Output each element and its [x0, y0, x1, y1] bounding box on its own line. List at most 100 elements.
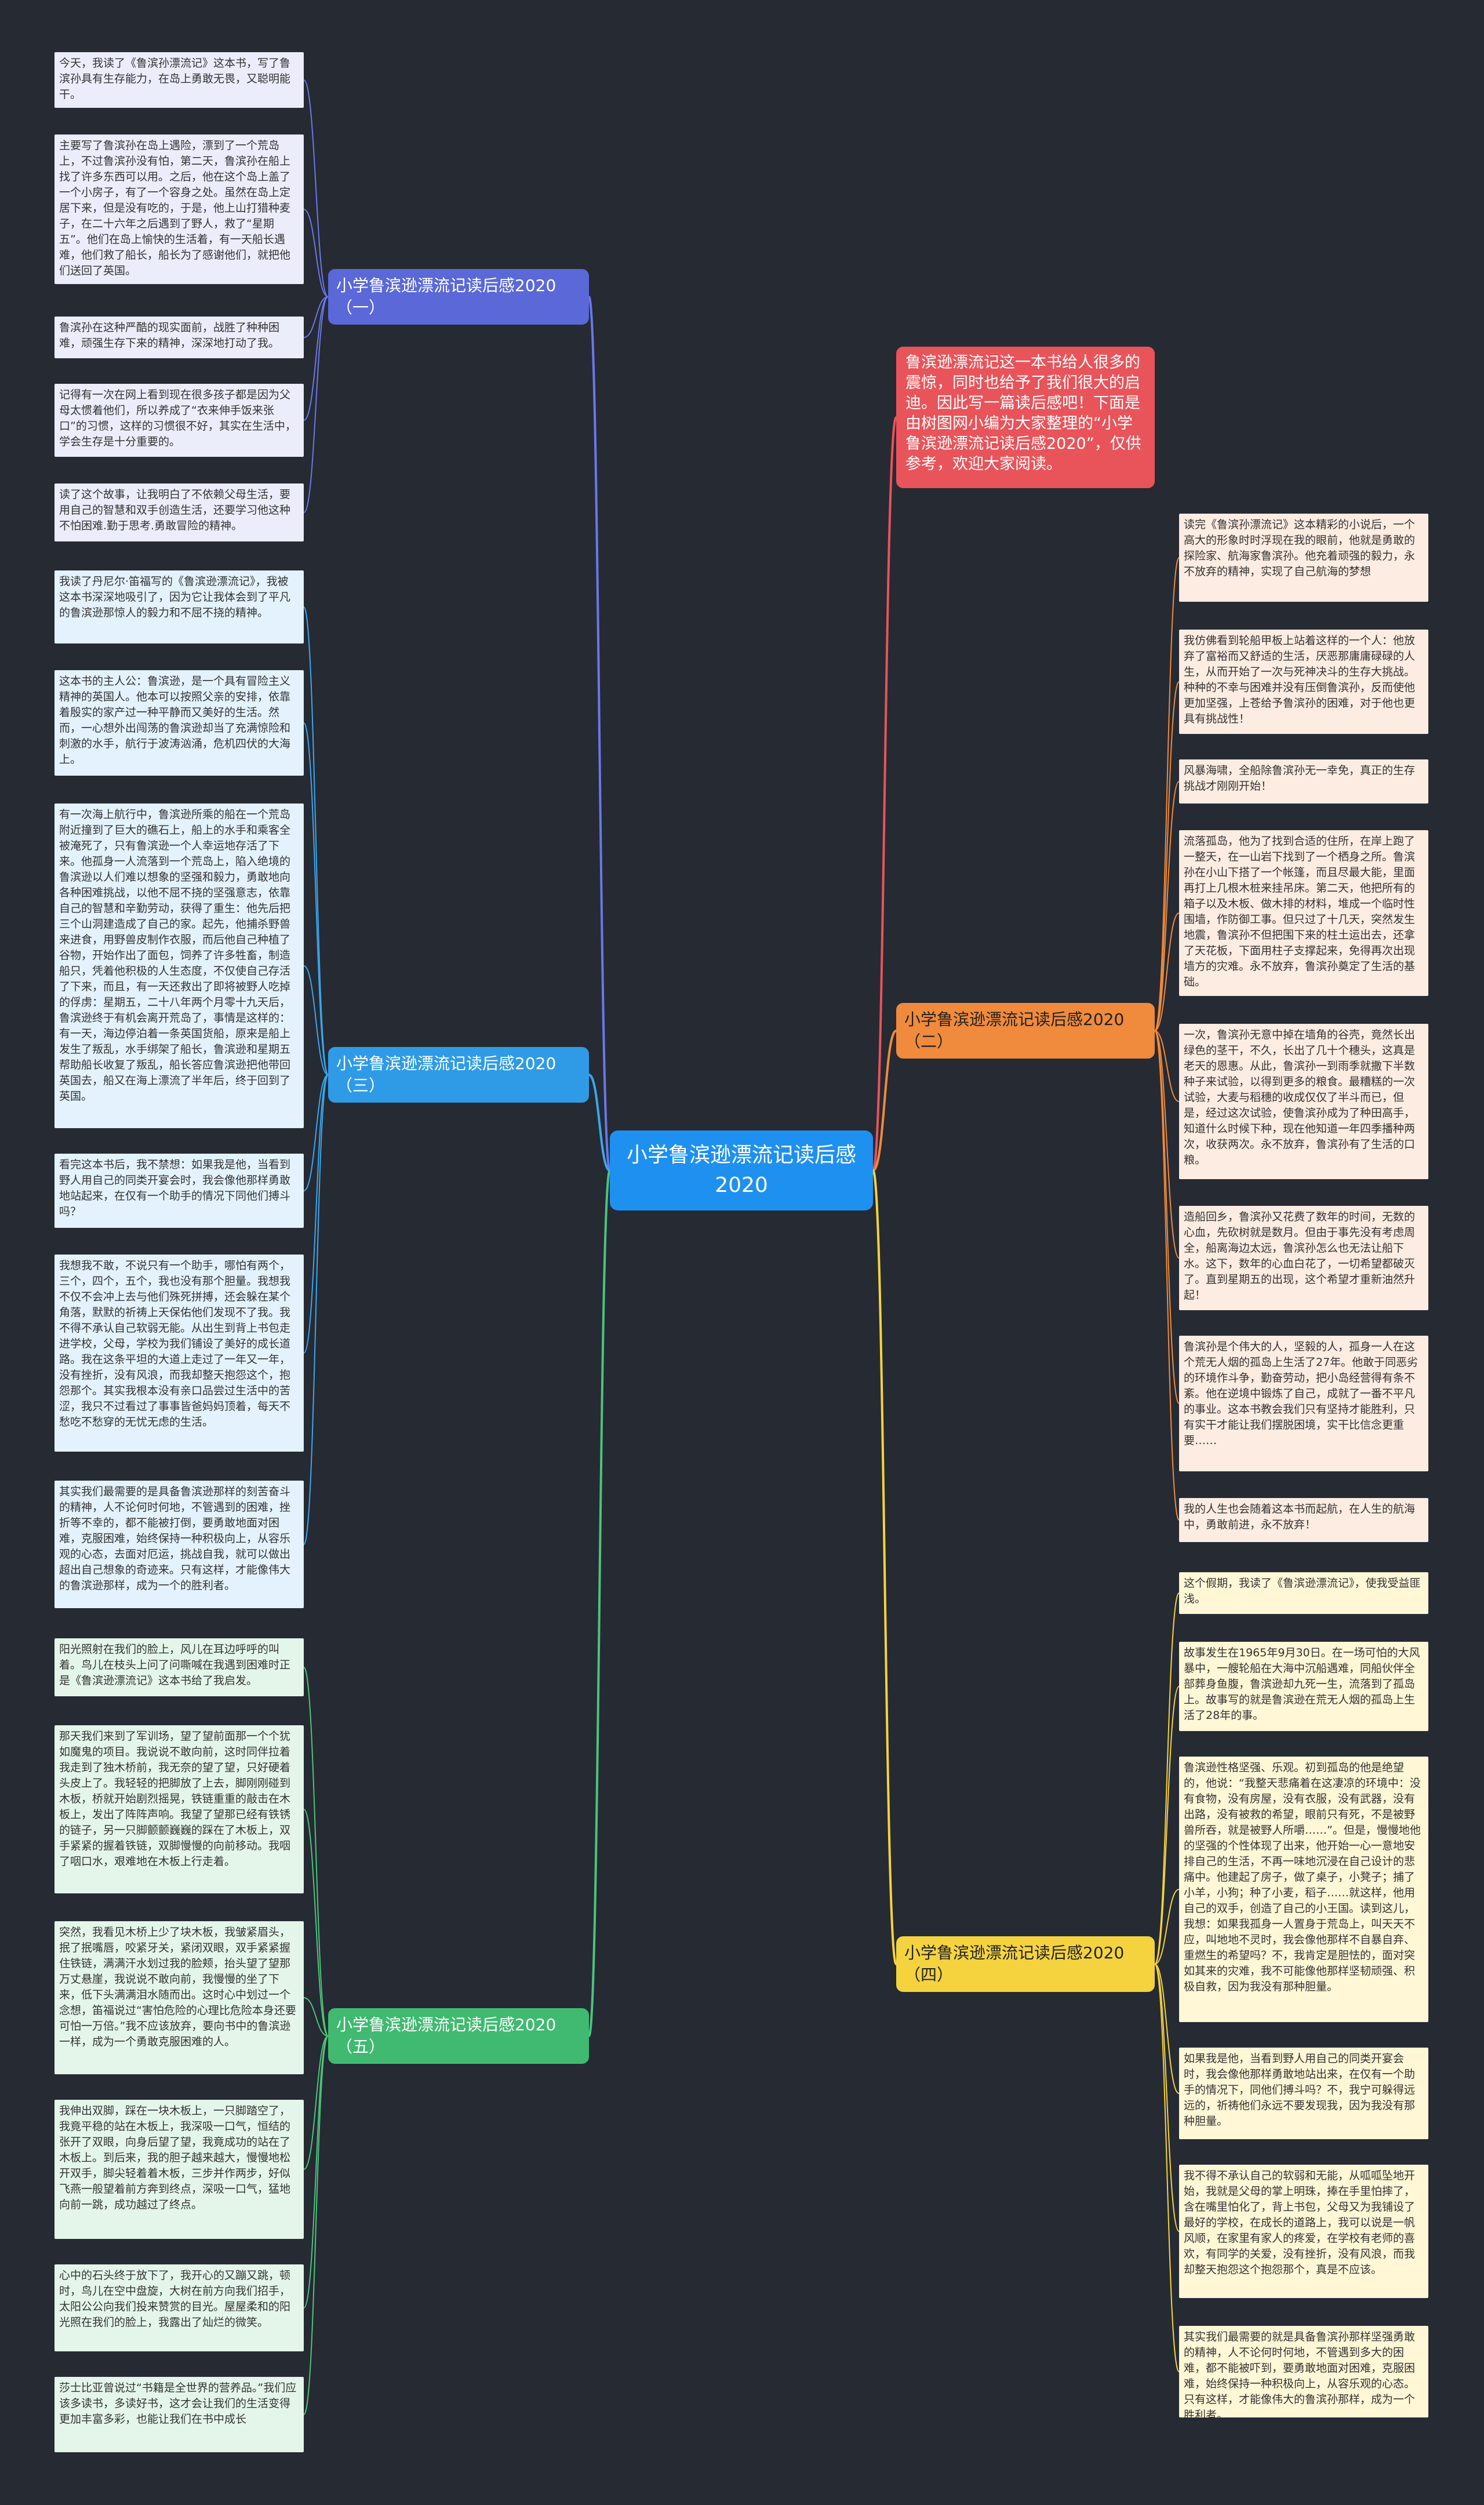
branch-label: 小学鲁滨逊漂流记读后感2020（三） — [336, 1054, 556, 1095]
connector-line — [1154, 557, 1180, 1031]
branch-part-1[interactable]: 小学鲁滨逊漂流记读后感2020（一） — [328, 269, 589, 325]
leaf-note[interactable]: 其实我们最需要的是具备鲁滨逊那样的刻苦奋斗的精神，人不论何时何地，不管遇到的困难… — [54, 1481, 304, 1608]
connector-line — [1154, 1030, 1180, 1521]
leaf-text: 我仿佛看到轮船甲板上站着这样的一个人：他放弃了富裕而又舒适的生活，厌恶那庸庸碌碌… — [1184, 634, 1416, 725]
leaf-text: 鲁滨孙在这种严酷的现实面前，战胜了种种困难，顽强生存下来的精神，深深地打动了我。 — [59, 321, 280, 350]
leaf-note[interactable]: 读了这个故事，让我明白了不依赖父母生活，要用自己的智慧和双手创造生活，还要学习他… — [54, 483, 304, 541]
connector-line — [872, 416, 897, 1172]
leaf-text: 这个假期，我读了《鲁滨逊漂流记》，使我受益匪浅。 — [1184, 1577, 1421, 1605]
leaf-text: 突然，我看见木桥上少了块木板，我皱紧眉头，抿了抿嘴唇，咬紧牙关，紧闭双眼，双手紧… — [59, 1926, 296, 2048]
leaf-text: 读完《鲁滨孙漂流记》这本精彩的小说后，一个高大的形象时时浮现在我的眼前，他就是勇… — [1184, 518, 1416, 578]
connector-line — [1154, 1964, 1180, 2372]
leaf-text: 我想我不敢，不说只有一个助手，哪怕有两个，三个，四个，五个，我也没有那个胆量。我… — [59, 1259, 291, 1428]
leaf-text: 我的人生也会随着这本书而起航，在人生的航海中，勇敢前进，永不放弃！ — [1184, 1503, 1416, 1531]
leaf-note[interactable]: 有一次海上航行中，鲁滨逊所乘的船在一个荒岛附近撞到了巨大的礁石上，船上的水手和乘… — [54, 804, 304, 1128]
leaf-text: 其实我们最需要的是具备鲁滨逊那样的刻苦奋斗的精神，人不论何时何地，不管遇到的困难… — [59, 1485, 291, 1592]
leaf-text: 主要写了鲁滨孙在岛上遇险，漂到了一个荒岛上，不过鲁滨孙没有怕，第二天，鲁滨孙在船… — [59, 139, 291, 277]
branch-part-3[interactable]: 小学鲁滨逊漂流记读后感2020（三） — [328, 1047, 589, 1103]
leaf-note[interactable]: 流落孤岛，他为了找到合适的住所，在岸上跑了一整天，在一山岩下找到了一个栖身之所。… — [1179, 830, 1428, 996]
leaf-note[interactable]: 风暴海啸，全船除鲁滨孙无一幸免，真正的生存挑战才刚刚开始！ — [1179, 759, 1428, 804]
leaf-note[interactable]: 今天，我读了《鲁滨孙漂流记》这本书，写了鲁滨孙具有生存能力，在岛上勇敢无畏，又聪… — [54, 52, 304, 108]
leaf-note[interactable]: 一次，鲁滨孙无意中掉在墙角的谷壳，竟然长出绿色的茎干，不久，长出了几十个穗头，这… — [1179, 1024, 1428, 1179]
connector-line — [303, 1074, 329, 1545]
leaf-text: 今天，我读了《鲁滨孙漂流记》这本书，写了鲁滨孙具有生存能力，在岛上勇敢无畏，又聪… — [59, 57, 291, 101]
connector-line — [1154, 1964, 1180, 2094]
leaf-text: 其实我们最需要的就是具备鲁滨孙那样坚强勇敢的精神，人不论何时何地，不管遇到多大的… — [1184, 2331, 1416, 2417]
leaf-text: 如果我是他，当看到野人用自己的同类开宴会时，我会像他那样勇敢地站出来，在仅有一个… — [1184, 2052, 1416, 2128]
connector-line — [303, 965, 329, 1075]
connector-line — [1154, 1686, 1180, 1965]
leaf-text: 我伸出双脚，踩在一块木板上，一只脚踏空了，我竟平稳的站在木板上，我深吸一口气，恒… — [59, 2104, 291, 2211]
leaf-note[interactable]: 读完《鲁滨孙漂流记》这本精彩的小说后，一个高大的形象时时浮现在我的眼前，他就是勇… — [1179, 514, 1428, 602]
leaf-note[interactable]: 我的人生也会随着这本书而起航，在人生的航海中，勇敢前进，永不放弃！ — [1179, 1498, 1428, 1542]
leaf-text: 流落孤岛，他为了找到合适的住所，在岸上跑了一整天，在一山岩下找到了一个栖身之所。… — [1184, 835, 1416, 988]
connector-line — [588, 296, 611, 1172]
connector-line — [1154, 681, 1180, 1031]
leaf-text: 我读了丹尼尔·笛福写的《鲁滨逊漂流记》，我被这本书深深地吸引了，因为它让我体会到… — [59, 575, 291, 619]
leaf-note[interactable]: 如果我是他，当看到野人用自己的同类开宴会时，我会像他那样勇敢地站出来，在仅有一个… — [1179, 2048, 1428, 2139]
connector-line — [872, 1030, 897, 1172]
leaf-note[interactable]: 故事发生在1965年9月30日。在一场可怕的大风暴中，一艘轮船在大海中沉船遇难，… — [1179, 1642, 1428, 1731]
branch-label: 小学鲁滨逊漂流记读后感2020（二） — [904, 1010, 1125, 1051]
connector-line — [303, 606, 329, 1075]
connector-line — [303, 296, 329, 513]
connector-line — [1154, 1593, 1180, 1965]
intro-note[interactable]: 鲁滨逊漂流记这一本书给人很多的震惊，同时也给予了我们很大的启迪。因此写一篇读后感… — [896, 347, 1155, 488]
connector-line — [1154, 1889, 1180, 1965]
leaf-note[interactable]: 其实我们最需要的就是具备鲁滨孙那样坚强勇敢的精神，人不论何时何地，不管遇到多大的… — [1179, 2326, 1428, 2417]
branch-part-4[interactable]: 小学鲁滨逊漂流记读后感2020（四） — [896, 1936, 1155, 1992]
branch-label: 小学鲁滨逊漂流记读后感2020（四） — [904, 1943, 1125, 1984]
leaf-note[interactable]: 莎士比亚曾说过“书籍是全世界的营养品。”我们应该多读书，多读好书，这才会让我们的… — [54, 2377, 304, 2452]
leaf-note[interactable]: 鲁滨孙在这种严酷的现实面前，战胜了种种困难，顽强生存下来的精神，深深地打动了我。 — [54, 317, 304, 358]
connector-line — [303, 2035, 329, 2415]
connector-line — [1154, 781, 1180, 1031]
leaf-text: 我不得不承认自己的软弱和无能，从呱呱坠地开始，我就是父母的掌上明珠，捧在手里怕摔… — [1184, 2169, 1416, 2276]
branch-part-2[interactable]: 小学鲁滨逊漂流记读后感2020（二） — [896, 1003, 1155, 1059]
connector-line — [303, 296, 329, 421]
leaf-text: 看完这本书后，我不禁想：如果我是他，当看到野人用自己的同类开宴会时，我会像他那样… — [59, 1158, 291, 1218]
root-title: 小学鲁滨逊漂流记读后感2020 — [626, 1143, 856, 1197]
leaf-note[interactable]: 鲁滨逊性格坚强、乐观。初到孤岛的他是绝望的，他说：“我整天悲痛着在这凄凉的环境中… — [1179, 1757, 1428, 2022]
connector-line — [1154, 1030, 1180, 1259]
leaf-text: 造船回乡，鲁滨孙又花费了数年的时间，无数的心血，先砍树就是数月。但由于事先没有考… — [1184, 1210, 1416, 1301]
branch-label: 小学鲁滨逊漂流记读后感2020（一） — [336, 276, 556, 317]
leaf-text: 那天我们来到了军训场，望了望前面那一个个犹如魔鬼的项目。我说说不敢向前，这时同伴… — [59, 1730, 291, 1868]
leaf-text: 莎士比亚曾说过“书籍是全世界的营养品。”我们应该多读书，多读好书，这才会让我们的… — [59, 2382, 297, 2426]
branch-label: 小学鲁滨逊漂流记读后感2020（五） — [336, 2015, 556, 2056]
leaf-text: 鲁滨孙是个伟大的人，坚毅的人，孤身一人在这个荒无人烟的孤岛上生活了27年。他敢于… — [1184, 1340, 1418, 1447]
leaf-note[interactable]: 我读了丹尼尔·笛福写的《鲁滨逊漂流记》，我被这本书深深地吸引了，因为它让我体会到… — [54, 570, 304, 643]
leaf-text: 有一次海上航行中，鲁滨逊所乘的船在一个荒岛附近撞到了巨大的礁石上，船上的水手和乘… — [59, 808, 291, 1103]
leaf-note[interactable]: 阳光照射在我们的脸上，风儿在耳边呼呼的叫着。鸟儿在枝头上问了问嘶喊在我遇到困难时… — [54, 1638, 304, 1696]
leaf-note[interactable]: 我伸出双脚，踩在一块木板上，一只脚踏空了，我竟平稳的站在木板上，我深吸一口气，恒… — [54, 2100, 304, 2239]
leaf-text: 故事发生在1965年9月30日。在一场可怕的大风暴中，一艘轮船在大海中沉船遇难，… — [1184, 1646, 1420, 1722]
leaf-note[interactable]: 鲁滨孙是个伟大的人，坚毅的人，孤身一人在这个荒无人烟的孤岛上生活了27年。他敢于… — [1179, 1336, 1428, 1471]
root-topic[interactable]: 小学鲁滨逊漂流记读后感2020 — [610, 1130, 873, 1210]
leaf-text: 读了这个故事，让我明白了不依赖父母生活，要用自己的智慧和双手创造生活，还要学习他… — [59, 488, 291, 532]
connector-line — [1154, 1030, 1180, 1404]
leaf-note[interactable]: 我仿佛看到轮船甲板上站着这样的一个人：他放弃了富裕而又舒适的生活，厌恶那庸庸碌碌… — [1179, 630, 1428, 734]
leaf-note[interactable]: 我想我不敢，不说只有一个助手，哪怕有两个，三个，四个，五个，我也没有那个胆量。我… — [54, 1255, 304, 1452]
leaf-note[interactable]: 记得有一次在网上看到现在很多孩子都是因为父母太惯着他们，所以养成了“衣来伸手饭来… — [54, 384, 304, 457]
connector-line — [303, 1809, 329, 2037]
leaf-note[interactable]: 主要写了鲁滨孙在岛上遇险，漂到了一个荒岛上，不过鲁滨孙没有怕，第二天，鲁滨孙在船… — [54, 134, 304, 284]
leaf-text: 记得有一次在网上看到现在很多孩子都是因为父母太惯着他们，所以养成了“衣来伸手饭来… — [59, 388, 296, 448]
connector-line — [303, 2035, 329, 2170]
leaf-note[interactable]: 突然，我看见木桥上少了块木板，我皱紧眉头，抿了抿嘴唇，咬紧牙关，紧闭双眼，双手紧… — [54, 1921, 304, 2074]
leaf-note[interactable]: 那天我们来到了军训场，望了望前面那一个个犹如魔鬼的项目。我说说不敢向前，这时同伴… — [54, 1725, 304, 1893]
leaf-note[interactable]: 看完这本书后，我不禁想：如果我是他，当看到野人用自己的同类开宴会时，我会像他那样… — [54, 1154, 304, 1228]
leaf-text: 阳光照射在我们的脸上，风儿在耳边呼呼的叫着。鸟儿在枝头上问了问嘶喊在我遇到困难时… — [59, 1643, 291, 1687]
connector-line — [1154, 912, 1180, 1031]
connector-line — [303, 296, 329, 338]
leaf-note[interactable]: 造船回乡，鲁滨孙又花费了数年的时间，无数的心血，先砍树就是数月。但由于事先没有考… — [1179, 1206, 1428, 1310]
branch-part-5[interactable]: 小学鲁滨逊漂流记读后感2020（五） — [328, 2008, 589, 2064]
connector-line — [588, 1169, 611, 2037]
leaf-note[interactable]: 这本书的主人公：鲁滨逊，是一个具有冒险主义精神的英国人。他本可以按照父亲的安排，… — [54, 670, 304, 776]
connector-line — [303, 722, 329, 1075]
connector-line — [588, 1074, 611, 1172]
leaf-note[interactable]: 这个假期，我读了《鲁滨逊漂流记》，使我受益匪浅。 — [1179, 1572, 1428, 1614]
connector-line — [303, 1074, 329, 1354]
intro-text: 鲁滨逊漂流记这一本书给人很多的震惊，同时也给予了我们很大的启迪。因此写一篇读后感… — [905, 354, 1141, 473]
leaf-note[interactable]: 我不得不承认自己的软弱和无能，从呱呱坠地开始，我就是父母的掌上明珠，捧在手里怕摔… — [1179, 2165, 1428, 2298]
leaf-note[interactable]: 心中的石头终于放下了，我开心的又蹦又跳，顿时，鸟儿在空中盘旋，大树在前方向我们招… — [54, 2264, 304, 2351]
connector-line — [303, 2035, 329, 2308]
